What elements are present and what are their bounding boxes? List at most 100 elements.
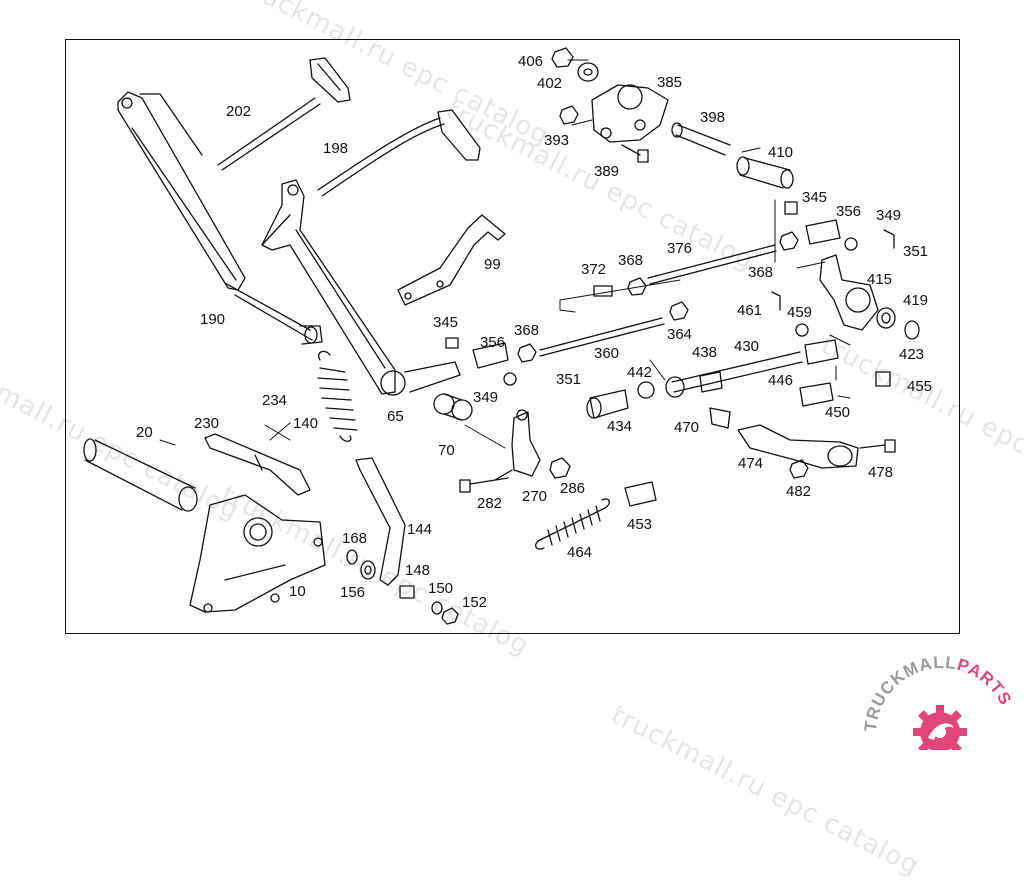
part-label: 168	[342, 530, 368, 547]
part-label: 482	[786, 483, 812, 500]
exploded-parts-diagram	[83, 47, 920, 625]
part-389-bolt	[621, 144, 649, 163]
part-351-cotter	[883, 229, 895, 249]
part-label: 345	[802, 189, 828, 206]
part-453-bracket	[624, 481, 657, 507]
part-label: 10	[289, 583, 306, 600]
part-label: 349	[473, 389, 499, 406]
part-label: 356	[480, 334, 506, 351]
part-446-clevis	[804, 339, 839, 365]
part-345-pin	[445, 337, 459, 349]
part-label: 368	[618, 252, 644, 269]
part-372-fitting	[593, 285, 613, 297]
part-470-fitting	[709, 407, 731, 429]
part-70-bushing	[433, 393, 473, 421]
part-label: 198	[323, 140, 349, 157]
part-label: 202	[226, 103, 252, 120]
part-label: 438	[692, 344, 718, 361]
part-144-rod	[355, 457, 406, 586]
part-368-nut-3	[779, 231, 799, 251]
part-label: 461	[737, 302, 763, 319]
part-label: 99	[484, 256, 501, 273]
part-423-ring	[904, 320, 920, 340]
part-label: 459	[787, 304, 813, 321]
part-label: 470	[674, 419, 700, 436]
part-label: 282	[477, 495, 503, 512]
part-label: 351	[556, 371, 582, 388]
part-385-housing	[591, 84, 669, 143]
part-230-lever	[204, 433, 311, 496]
part-label: 286	[560, 480, 586, 497]
part-282-bolt	[459, 477, 509, 493]
part-393-nut	[559, 105, 579, 125]
part-450-clevis	[799, 382, 834, 407]
part-label: 234	[262, 392, 288, 409]
part-286-nut	[549, 457, 571, 479]
part-482-nut	[789, 459, 809, 479]
part-152-nut	[441, 607, 459, 625]
brand-right: PARTS	[955, 655, 1016, 709]
part-label: 140	[293, 415, 319, 432]
part-415-lever	[819, 254, 879, 331]
part-label: 453	[627, 516, 653, 533]
part-406-nut	[551, 47, 574, 68]
part-label: 385	[657, 74, 683, 91]
part-label: 419	[903, 292, 929, 309]
part-label: 478	[868, 464, 894, 481]
part-364-nut	[669, 301, 689, 321]
part-label: 442	[627, 364, 653, 381]
part-99-bracket	[397, 214, 506, 306]
part-label: 446	[768, 372, 794, 389]
part-150-washer	[431, 601, 443, 615]
part-label: 356	[836, 203, 862, 220]
part-459-washer	[795, 323, 809, 337]
part-label: 190	[200, 311, 226, 328]
gear-icon	[913, 705, 967, 750]
part-455-pin	[875, 371, 891, 387]
part-148-pin	[399, 585, 415, 599]
part-label: 389	[594, 163, 620, 180]
part-10-housing	[189, 494, 326, 613]
part-label: 393	[544, 132, 570, 149]
part-label: 70	[438, 442, 455, 459]
part-464-spring	[535, 498, 610, 550]
part-478-bolt	[859, 439, 896, 453]
part-label: 406	[518, 53, 544, 70]
part-label: 360	[594, 345, 620, 362]
part-270-lever	[494, 409, 541, 481]
part-360-rod	[539, 317, 665, 357]
part-398-shaft	[671, 122, 731, 156]
part-168-washer	[346, 549, 358, 565]
part-label: 474	[738, 455, 764, 472]
part-434-sleeve	[586, 389, 629, 419]
part-65-arm	[261, 179, 461, 396]
part-label: 450	[825, 404, 851, 421]
part-label: 144	[407, 521, 433, 538]
part-label: 376	[667, 240, 693, 257]
part-label: 434	[607, 418, 633, 435]
part-349-washer-2	[844, 237, 858, 251]
part-label: 345	[433, 314, 459, 331]
part-label: 230	[194, 415, 220, 432]
part-156-washer	[360, 560, 376, 580]
part-label: 415	[867, 271, 893, 288]
part-356-clevis	[472, 342, 509, 369]
part-442-washer	[637, 381, 655, 399]
part-345-pin-2	[784, 201, 798, 215]
part-20-shaft	[83, 438, 198, 512]
part-label: 464	[567, 544, 593, 561]
part-198-rod	[317, 109, 481, 197]
part-label: 349	[876, 207, 902, 224]
part-474-lever	[737, 424, 859, 469]
part-356-clevis-2	[805, 219, 841, 245]
part-label: 410	[768, 144, 794, 161]
part-label: 402	[537, 75, 563, 92]
part-label: 368	[514, 322, 540, 339]
part-349-washer	[503, 372, 517, 386]
part-label: 372	[581, 261, 607, 278]
part-label: 423	[899, 346, 925, 363]
part-402-washer	[577, 62, 599, 82]
part-label: 368	[748, 264, 774, 281]
part-label: 364	[667, 326, 693, 343]
